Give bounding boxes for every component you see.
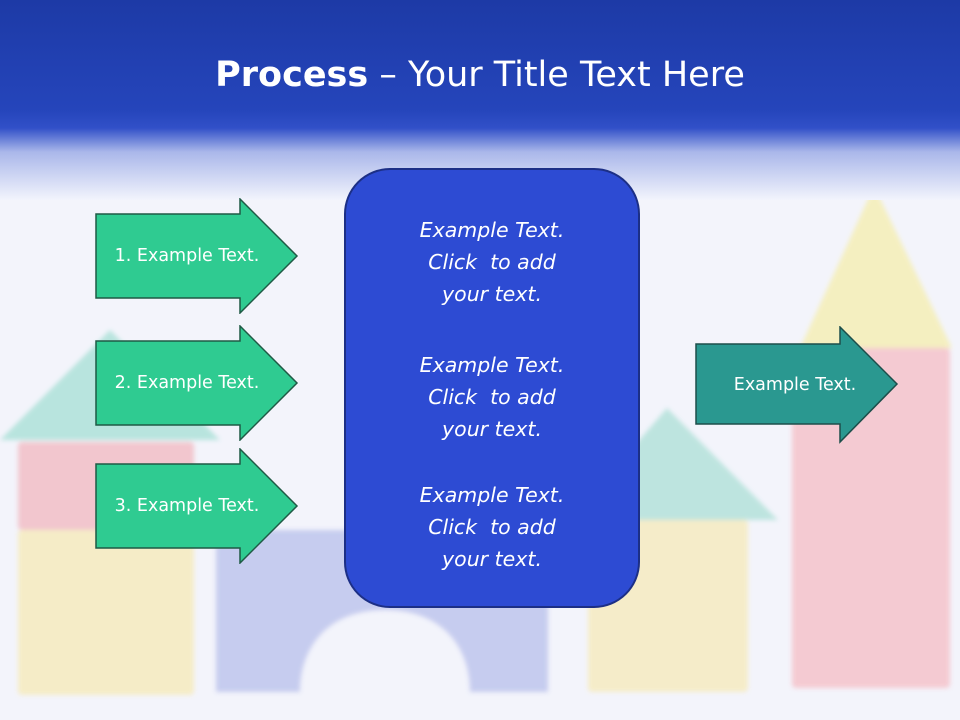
left-arrow-1-label: 1. Example Text. bbox=[114, 246, 260, 266]
center-text-3-line1: Example Text. bbox=[419, 483, 565, 507]
slide-title[interactable]: Process – Your Title Text Here bbox=[0, 52, 960, 98]
center-text-2-line2: Click to add bbox=[428, 385, 556, 409]
center-text-block-1: Example Text. Click to add your text. bbox=[346, 214, 638, 310]
right-arrow[interactable]: Example Text. bbox=[695, 326, 899, 444]
left-arrow-3[interactable]: 3. Example Text. bbox=[95, 448, 299, 564]
left-arrow-3-label: 3. Example Text. bbox=[114, 496, 260, 516]
center-text-1-line3: your text. bbox=[442, 282, 542, 306]
center-text-2-line3: your text. bbox=[442, 417, 542, 441]
left-arrow-2-label: 2. Example Text. bbox=[114, 373, 260, 393]
center-text-1-line2: Click to add bbox=[428, 250, 556, 274]
left-arrow-2[interactable]: 2. Example Text. bbox=[95, 325, 299, 441]
title-rest: – Your Title Text Here bbox=[368, 55, 745, 95]
title-bold: Process bbox=[215, 55, 369, 95]
center-text-1-line1: Example Text. bbox=[419, 218, 565, 242]
center-text-block-2: Example Text. Click to add your text. bbox=[346, 349, 638, 445]
center-text-block-3: Example Text. Click to add your text. bbox=[346, 479, 638, 575]
right-arrow-label: Example Text. bbox=[733, 375, 857, 395]
center-text-box[interactable]: Example Text. Click to add your text. Ex… bbox=[344, 168, 640, 608]
title-band bbox=[0, 0, 960, 200]
center-text-3-line3: your text. bbox=[442, 547, 542, 571]
center-text-2-line1: Example Text. bbox=[419, 353, 565, 377]
left-arrow-1[interactable]: 1. Example Text. bbox=[95, 198, 299, 314]
center-text-3-line2: Click to add bbox=[428, 515, 556, 539]
